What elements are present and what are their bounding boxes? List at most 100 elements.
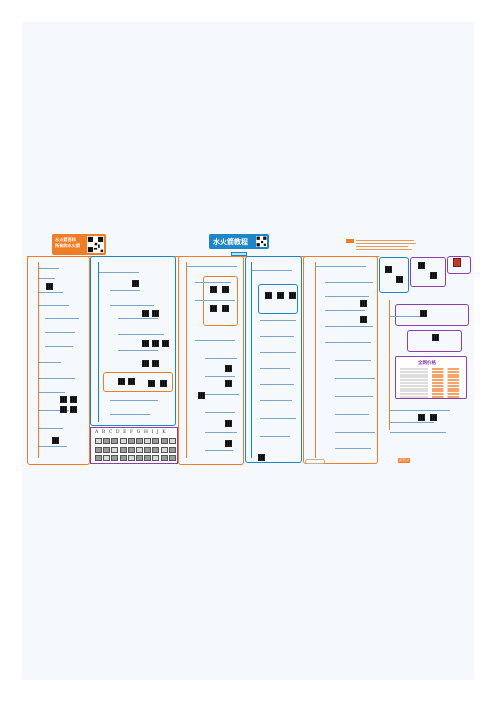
leaf-line xyxy=(205,412,235,413)
qr-code-icon xyxy=(111,455,119,461)
leaf-line xyxy=(390,432,446,433)
qr-code-icon xyxy=(118,378,125,385)
leaf-line xyxy=(335,448,371,449)
branch-panel-4 xyxy=(245,256,302,463)
qr-code-icon xyxy=(95,438,102,444)
leaf-line xyxy=(205,450,233,451)
leaf-line xyxy=(39,362,61,363)
qr-code-icon xyxy=(289,292,296,299)
qr-code-icon xyxy=(152,310,159,317)
price-row xyxy=(400,396,464,398)
header-notes xyxy=(346,238,418,251)
price-row xyxy=(400,379,464,382)
note-line xyxy=(356,240,414,241)
price-row xyxy=(400,368,464,370)
leaf-line xyxy=(316,266,366,267)
leaf-line xyxy=(390,410,450,411)
leaf-line xyxy=(260,320,296,321)
price-row xyxy=(400,384,464,387)
note-line xyxy=(356,246,408,247)
back-to-index-button[interactable]: 返回目录 xyxy=(398,458,410,463)
qr-code-icon xyxy=(144,438,152,444)
qr-code-icon xyxy=(360,316,367,323)
leaf-line xyxy=(39,428,63,429)
leaf-line xyxy=(260,384,294,385)
qr-code-icon xyxy=(111,446,119,453)
qr-code-icon xyxy=(432,334,439,341)
leaf-line xyxy=(39,446,67,447)
footer-node[interactable] xyxy=(305,459,325,464)
qr-code-icon xyxy=(60,396,67,403)
side-title-card[interactable]: 水火箭百科 所有的水火箭 xyxy=(52,234,106,255)
leaf-line xyxy=(335,360,371,361)
qr-code-icon xyxy=(111,438,119,444)
qr-code-icon xyxy=(142,340,149,347)
qr-code-icon xyxy=(198,392,205,399)
root-subtitle-node[interactable] xyxy=(231,252,247,256)
qr-code-icon xyxy=(420,310,427,317)
leaf-line xyxy=(118,350,158,351)
qr-code-icon xyxy=(127,438,135,444)
leaf-line xyxy=(187,266,237,267)
qr-code-icon xyxy=(95,446,102,453)
qr-code-icon xyxy=(277,292,284,299)
qr-code-icon xyxy=(103,438,111,444)
leaf-line xyxy=(45,332,75,333)
leaf-line xyxy=(260,418,296,419)
qr-code-icon xyxy=(119,455,127,461)
leaf-line xyxy=(325,310,365,311)
qr-code-icon xyxy=(136,455,143,461)
leaf-line xyxy=(39,292,63,293)
leaf-line xyxy=(39,278,55,279)
leaf-line xyxy=(118,334,164,335)
qr-code-icon xyxy=(418,414,425,421)
leaf-line xyxy=(39,378,75,379)
price-table-title: 全网价格 xyxy=(418,361,436,366)
price-row xyxy=(400,387,464,390)
branch-trunk xyxy=(186,262,187,458)
leaf-line xyxy=(390,422,434,423)
branch-panel-3 xyxy=(178,256,244,465)
qr-code-icon xyxy=(225,365,232,372)
qr-code-icon xyxy=(152,446,160,453)
qr-code-icon xyxy=(103,455,111,461)
leaf-line xyxy=(325,342,371,343)
branch-trunk xyxy=(315,262,316,458)
leaf-line xyxy=(110,414,150,415)
qr-grid-table: ABCDEFGHIJK xyxy=(90,427,178,464)
right-panel-small xyxy=(447,256,471,274)
qr-code-icon xyxy=(136,438,143,444)
qr-code-icon xyxy=(95,455,102,461)
right-connector xyxy=(389,300,390,430)
qr-code-icon xyxy=(142,360,149,367)
page-title[interactable]: 水火箭教程 xyxy=(209,234,269,249)
price-row xyxy=(400,382,464,384)
right-panel-notes xyxy=(395,304,469,326)
qr-code-icon xyxy=(132,280,139,287)
leaf-line xyxy=(335,396,373,397)
qr-code-icon xyxy=(160,380,167,387)
qr-code-icon xyxy=(119,446,127,453)
leaf-line xyxy=(39,268,59,269)
qr-code-icon xyxy=(385,266,392,273)
note-line xyxy=(356,249,412,250)
qr-code-icon xyxy=(144,446,152,453)
side-title-line1: 水火箭百科 xyxy=(55,237,76,242)
qr-code-icon xyxy=(222,286,229,293)
branch-panel-5 xyxy=(303,256,378,464)
leaf-line xyxy=(205,376,235,377)
price-row xyxy=(400,373,464,376)
leaf-line xyxy=(325,282,373,283)
leaf-line xyxy=(45,318,79,319)
qr-code-icon xyxy=(52,437,59,444)
leaf-line xyxy=(110,290,140,291)
grid-column-headers: ABCDEFGHIJK xyxy=(95,430,170,435)
page-title-text: 水火箭教程 xyxy=(213,238,248,246)
leaf-line xyxy=(110,400,158,401)
mindmap-canvas xyxy=(22,22,474,680)
qr-code-icon xyxy=(168,455,176,461)
right-panel-purple xyxy=(410,257,446,287)
price-row xyxy=(400,376,464,379)
qr-code-icon xyxy=(210,286,217,293)
leaf-line xyxy=(260,352,296,353)
